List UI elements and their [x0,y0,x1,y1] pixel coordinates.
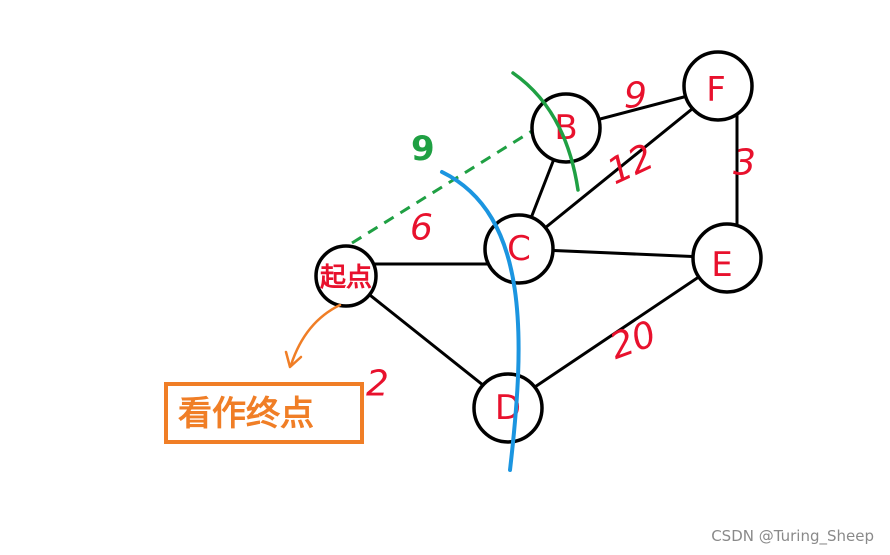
node-c-circle [483,213,555,285]
node-f-label: F [706,70,726,110]
callout-text: 看作终点 [178,394,314,434]
node-e-circle [691,222,763,294]
node-f: F [682,50,754,122]
node-d: D [472,372,544,444]
weight-start-d: 2 [366,364,389,405]
callout-arrowhead [284,350,303,369]
weight-d-e: 20 [604,314,661,368]
callout-box-border [164,382,364,444]
callout-arrow [289,303,342,367]
edge-d-e [506,256,729,407]
weight-f-e: 3 [733,143,756,184]
node-d-circle [472,372,544,444]
weight-start-c: 6 [410,208,433,249]
watermark-text: CSDN @Turing_Sheep [711,527,874,546]
node-start: 起点 [314,244,378,308]
weight-b-f: 9 [624,76,647,117]
weight-c-f: 12 [601,137,660,194]
edge-c-f [517,86,720,251]
callout-box: 看作终点 [164,382,364,444]
green-cut-curve [511,71,580,192]
weight-start-b-green: 9 [411,129,435,169]
blue-cut-curve [440,170,521,472]
node-start-label: 起点 [320,262,372,293]
node-b: B [530,92,602,164]
node-e-label: E [711,245,732,285]
node-f-circle [682,50,754,122]
node-c-label: C [507,229,531,269]
node-c: C [483,213,555,285]
edge-start-d [344,274,510,407]
node-e: E [691,222,763,294]
node-b-label: B [554,108,577,148]
node-start-circle [314,244,378,308]
